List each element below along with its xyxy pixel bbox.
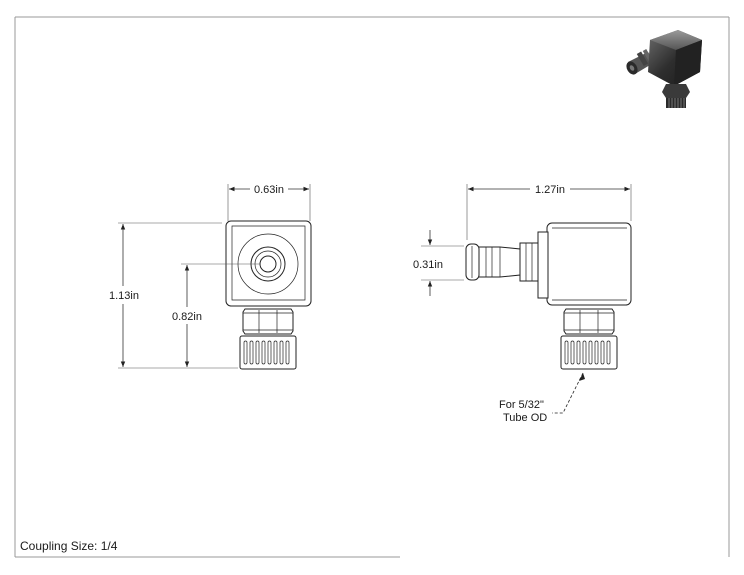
- dim-front-height-total: 1.13in: [109, 290, 139, 302]
- callout-line-1: For 5/32": [499, 399, 544, 411]
- isometric-preview: [626, 30, 702, 108]
- dim-front-height-center: 0.82in: [172, 311, 202, 323]
- sheet-border: [14, 16, 730, 558]
- side-dimensions: 1.27in 0.31in: [413, 184, 632, 414]
- dim-side-port-diameter: 0.31in: [413, 259, 443, 271]
- front-view: [225, 220, 312, 370]
- front-collet-knurl: [243, 340, 290, 365]
- dim-side-width: 1.27in: [535, 184, 565, 196]
- side-view: [465, 222, 632, 370]
- front-dimensions: 0.63in 1.13in 0.82in: [109, 184, 311, 369]
- side-collet-knurl: [564, 340, 611, 365]
- callout-line-2: Tube OD: [503, 412, 547, 424]
- dim-front-width: 0.63in: [254, 184, 284, 196]
- tube-od-callout: For 5/32" Tube OD: [499, 399, 547, 424]
- coupling-size-label: Coupling Size: 1/4: [20, 539, 118, 553]
